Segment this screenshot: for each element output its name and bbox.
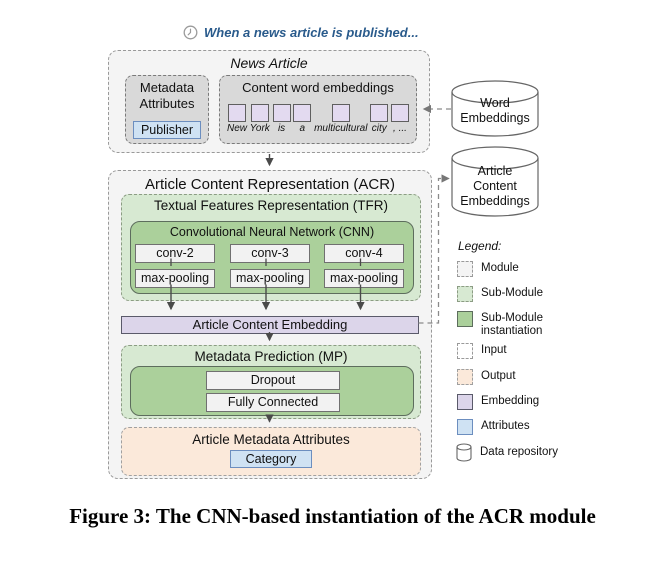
legend-swatch-attributes bbox=[457, 419, 473, 435]
news-article-title: News Article bbox=[230, 55, 308, 71]
word-token: is bbox=[272, 104, 291, 134]
legend-item-embedding: Embedding bbox=[457, 394, 581, 410]
tfr-title: Textual Features Representation (TFR) bbox=[153, 198, 389, 213]
legend-swatch-output bbox=[457, 369, 473, 385]
word-embedding-square bbox=[250, 104, 269, 122]
news-article-box: News Article Metadata Attributes Publish… bbox=[108, 50, 430, 153]
max-pooling-box: max-pooling bbox=[135, 269, 215, 288]
legend-swatch-instantiation bbox=[457, 311, 473, 327]
mp-submodule-box: Metadata Prediction (MP) Dropout Fully C… bbox=[121, 345, 421, 419]
article-metadata-attributes-box: Article Metadata Attributes Category bbox=[121, 427, 421, 476]
word-token: York bbox=[250, 104, 270, 134]
mp-instantiation-box: Dropout Fully Connected bbox=[130, 366, 414, 416]
word-embedding-square bbox=[228, 104, 246, 122]
legend-item-input: Input bbox=[457, 343, 581, 359]
legend-database-icon bbox=[456, 443, 472, 462]
content-word-embeddings-box: Content word embeddings New York is a mu… bbox=[219, 75, 417, 144]
article-metadata-attributes-label: Article Metadata Attributes bbox=[192, 432, 350, 447]
word-embedding-square bbox=[272, 104, 291, 122]
legend-swatch-module bbox=[457, 261, 473, 277]
legend-swatch-embedding bbox=[457, 394, 473, 410]
word-embedding-square bbox=[390, 104, 409, 122]
max-pooling-box: max-pooling bbox=[230, 269, 310, 288]
word-embeddings-repository-label: Word Embeddings bbox=[460, 96, 530, 125]
article-content-embeddings-repository-label: Article Content Embeddings bbox=[460, 164, 530, 208]
conv-4-box: conv-4 bbox=[324, 244, 404, 263]
word-embedding-square bbox=[293, 104, 312, 122]
category-chip: Category bbox=[230, 450, 312, 468]
conv-2-box: conv-2 bbox=[135, 244, 215, 263]
max-pooling-box: max-pooling bbox=[324, 269, 404, 288]
article-content-embedding-bar: Article Content Embedding bbox=[121, 316, 419, 334]
legend-item-module: Module bbox=[457, 261, 581, 277]
word-embedding-square bbox=[331, 104, 350, 122]
fully-connected-box: Fully Connected bbox=[206, 393, 340, 412]
legend-title: Legend: bbox=[458, 239, 502, 253]
database-cylinder-icon bbox=[451, 146, 539, 217]
intro-note: When a news article is published... bbox=[183, 25, 419, 40]
word-token: , ... bbox=[390, 104, 409, 134]
figure-caption: Figure 3: The CNN-based instantiation of… bbox=[69, 504, 596, 528]
clock-icon bbox=[183, 25, 198, 40]
token-row: New York is a multicultural city , ... bbox=[227, 104, 409, 134]
dropout-box: Dropout bbox=[206, 371, 340, 390]
acr-title: Article Content Representation (ACR) bbox=[144, 176, 396, 193]
legend-item-output: Output bbox=[457, 369, 581, 385]
legend-item-attributes: Attributes bbox=[457, 419, 581, 435]
article-content-embeddings-repository: Article Content Embeddings bbox=[451, 146, 539, 217]
acr-module-box: Article Content Representation (ACR) Tex… bbox=[108, 170, 432, 479]
word-token: city bbox=[370, 104, 389, 134]
legend-swatch-submodule bbox=[457, 286, 473, 302]
legend-swatch-input bbox=[457, 343, 473, 359]
database-cylinder-icon bbox=[451, 80, 539, 137]
metadata-attributes-label: Metadata Attributes bbox=[139, 80, 195, 112]
word-embeddings-repository: Word Embeddings bbox=[451, 80, 539, 137]
word-token: New bbox=[227, 104, 247, 134]
legend-item-submodule: Sub-Module bbox=[457, 286, 581, 302]
legend-item-repository: Data repository bbox=[456, 443, 580, 462]
content-word-embeddings-label: Content word embeddings bbox=[242, 80, 394, 95]
conv-3-box: conv-3 bbox=[230, 244, 310, 263]
word-token: a bbox=[293, 104, 312, 134]
intro-note-text: When a news article is published... bbox=[204, 25, 419, 40]
cnn-instantiation-box: Convolutional Neural Network (CNN) conv-… bbox=[130, 221, 414, 294]
tfr-submodule-box: Textual Features Representation (TFR) Co… bbox=[121, 194, 421, 301]
mp-title: Metadata Prediction (MP) bbox=[194, 349, 348, 364]
publisher-chip: Publisher bbox=[133, 121, 201, 139]
word-embedding-square bbox=[370, 104, 389, 122]
word-token: multicultural bbox=[314, 104, 367, 134]
metadata-attributes-box: Metadata Attributes Publisher bbox=[125, 75, 209, 144]
cnn-title: Convolutional Neural Network (CNN) bbox=[169, 225, 375, 239]
legend-item-instantiation: Sub-Module instantiation bbox=[457, 311, 553, 338]
